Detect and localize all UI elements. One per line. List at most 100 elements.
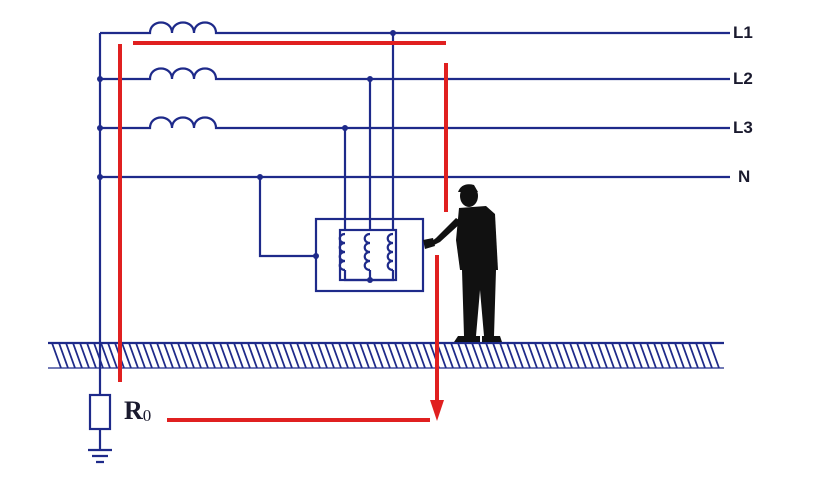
winding-1: [338, 232, 346, 272]
hatch-stroke: [709, 342, 720, 369]
hatch-stroke: [184, 342, 195, 369]
hatch-stroke: [177, 342, 188, 369]
hatch-stroke: [541, 342, 552, 369]
resistor-symbol: R: [124, 396, 143, 425]
coil-l1: [100, 21, 730, 35]
hatch-stroke: [373, 342, 384, 369]
hatch-stroke: [156, 342, 167, 369]
hatch-stroke: [660, 342, 671, 369]
hatch-stroke: [331, 342, 342, 369]
hatch-stroke: [149, 342, 160, 369]
hatch-stroke: [555, 342, 566, 369]
hatch-stroke: [100, 342, 111, 369]
ground-surface: [48, 341, 724, 369]
person-hair: [458, 184, 478, 192]
hatch-stroke: [695, 342, 706, 369]
hatch-stroke: [471, 342, 482, 369]
hatch-stroke: [135, 342, 146, 369]
hatch-stroke: [380, 342, 391, 369]
hatch-stroke: [128, 342, 139, 369]
label-l2: L2: [733, 69, 753, 88]
hatch-stroke: [142, 342, 153, 369]
hatch-stroke: [338, 342, 349, 369]
hatch-stroke: [247, 342, 258, 369]
hatch-stroke: [170, 342, 181, 369]
label-l3: L3: [733, 118, 753, 137]
hatch-stroke: [282, 342, 293, 369]
person-feet: [454, 336, 502, 342]
hatch-stroke: [219, 342, 230, 369]
hatch-stroke: [107, 342, 118, 369]
hatch-stroke: [604, 342, 615, 369]
coil-l2: [100, 67, 730, 81]
hatch-stroke: [296, 342, 307, 369]
hatch-stroke: [387, 342, 398, 369]
person-hand: [423, 238, 435, 249]
hatch-stroke: [345, 342, 356, 369]
fault-current-path: [118, 41, 448, 422]
hatch-stroke: [72, 342, 83, 369]
star-point-dot: [367, 277, 373, 283]
hatch-stroke: [65, 342, 76, 369]
hatch-stroke: [464, 342, 475, 369]
hatch-stroke: [443, 342, 454, 369]
hatch-stroke: [618, 342, 629, 369]
person-figure: [423, 184, 502, 342]
load-device: [258, 33, 425, 293]
hatch-stroke: [275, 342, 286, 369]
dot-l3: [97, 125, 103, 131]
hatch-stroke: [478, 342, 489, 369]
hatch-stroke: [268, 342, 279, 369]
hatch-stroke: [513, 342, 524, 369]
hatch-stroke: [667, 342, 678, 369]
hatch-stroke: [450, 342, 461, 369]
hatch-stroke: [289, 342, 300, 369]
hatch-stroke: [163, 342, 174, 369]
hatch-stroke: [632, 342, 643, 369]
dot-n: [97, 174, 103, 180]
hatch-stroke: [212, 342, 223, 369]
hatch-stroke: [527, 342, 538, 369]
hatch-stroke: [688, 342, 699, 369]
hatch-stroke: [86, 342, 97, 369]
hatch-stroke: [653, 342, 664, 369]
source-coils: [98, 21, 730, 395]
junction-dots: [97, 30, 396, 259]
hatch-stroke: [422, 342, 433, 369]
hatch-stroke: [191, 342, 202, 369]
hatch-stroke: [702, 342, 713, 369]
hatch-stroke: [548, 342, 559, 369]
hatch-stroke: [506, 342, 517, 369]
hatch-stroke: [121, 342, 132, 369]
hatch-stroke: [499, 342, 510, 369]
hatch-stroke: [569, 342, 580, 369]
hatch-stroke: [324, 342, 335, 369]
winding-2: [363, 232, 371, 272]
hatch-stroke: [639, 342, 650, 369]
resistor-body: [88, 393, 112, 431]
hatch-stroke: [261, 342, 272, 369]
person-arm: [428, 218, 462, 246]
hatch-stroke: [51, 342, 62, 369]
hatch-stroke: [240, 342, 251, 369]
hatch-stroke: [457, 342, 468, 369]
hatch-stroke: [233, 342, 244, 369]
resistor-label: R0: [124, 396, 151, 426]
hatch-stroke: [611, 342, 622, 369]
label-n: N: [738, 167, 751, 186]
hatch-stroke: [205, 342, 216, 369]
ground-hatch: [48, 342, 724, 369]
hatch-stroke: [562, 342, 573, 369]
label-l1: L1: [733, 23, 753, 42]
hatch-stroke: [492, 342, 503, 369]
hatch-stroke: [590, 342, 601, 369]
hatch-stroke: [485, 342, 496, 369]
hatch-stroke: [352, 342, 363, 369]
hatch-stroke: [401, 342, 412, 369]
hatch-stroke: [583, 342, 594, 369]
hatch-stroke: [576, 342, 587, 369]
hatch-stroke: [198, 342, 209, 369]
resistor-subscript: 0: [142, 406, 152, 425]
ground-resistor: [88, 393, 112, 464]
